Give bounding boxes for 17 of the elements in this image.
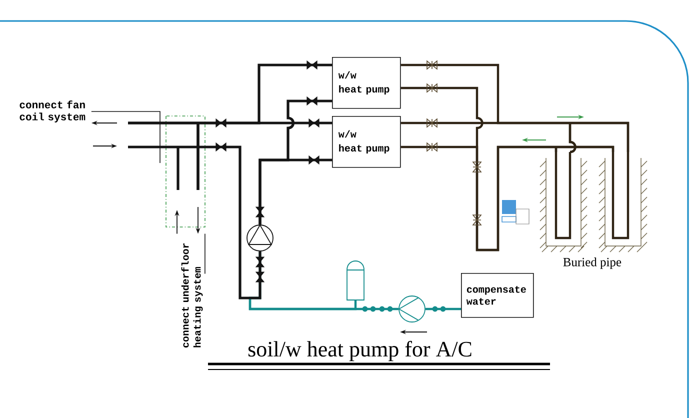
pipe: [400, 122, 630, 154]
equipment-box: w/w heat pump: [332, 116, 401, 168]
annotation: connect fan coil system: [20, 100, 86, 122]
pipe: [126, 146, 262, 300]
equipment-box: w/w heat pump: [332, 57, 401, 109]
borehole-field: Buried pipe: [540, 150, 648, 269]
leader-line: [204, 233, 206, 274]
pipe: [126, 122, 334, 192]
leader-line: [91, 111, 160, 164]
pump-symbol: [398, 296, 426, 322]
expansion-tank: [346, 260, 364, 300]
annotation: connect underfloor heating system: [181, 243, 203, 348]
equipment-box: compensate water: [461, 273, 534, 318]
pipe: [258, 158, 332, 225]
pipe: [425, 308, 461, 310]
diagram-title: soil/w heat pump for A/C: [248, 340, 472, 362]
pipe: [400, 146, 614, 252]
